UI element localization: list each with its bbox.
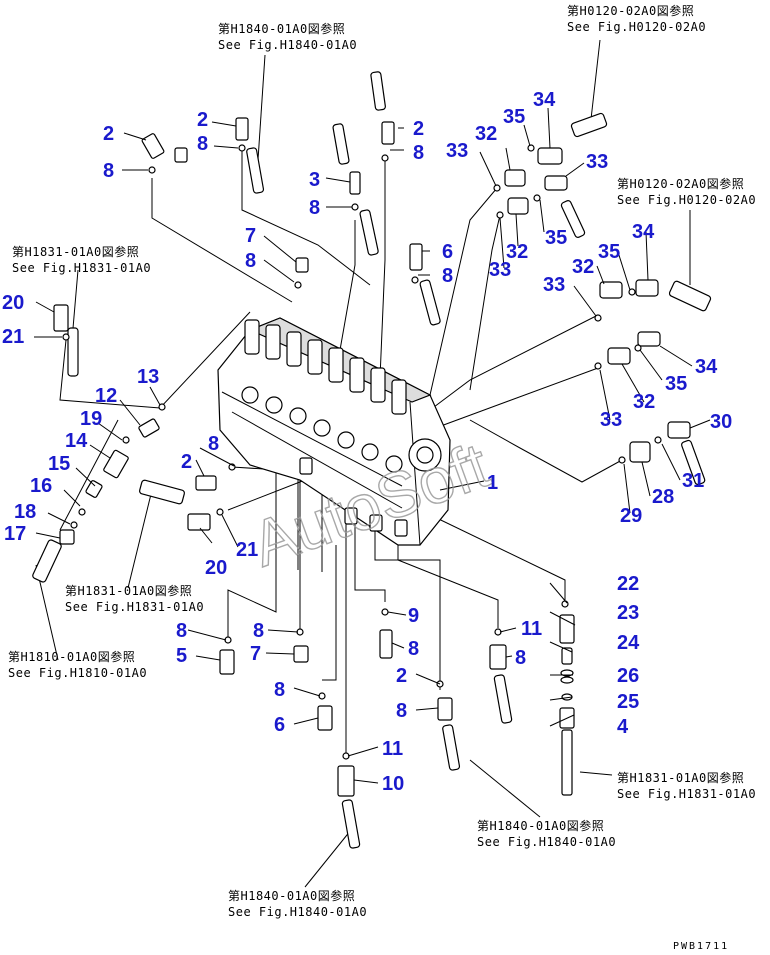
part-number: 21: [2, 326, 24, 348]
part-number: 33: [586, 151, 608, 173]
part-number: 30: [710, 411, 732, 433]
drawing-code: PWB1711: [673, 941, 729, 952]
ref-en: See Fig.H1840-01A0: [477, 835, 616, 849]
part-number: 8: [413, 142, 424, 164]
part-number: 33: [543, 274, 565, 296]
part-number: 9: [408, 605, 419, 627]
ref-jp: 第H1831-01A0図参照: [65, 583, 192, 598]
part-number: 15: [48, 453, 70, 475]
part-number: 17: [4, 523, 26, 545]
ref-jp: 第H1831-01A0図参照: [617, 770, 744, 785]
part-number: 2: [103, 123, 114, 145]
part-number: 31: [682, 470, 704, 492]
part-number: 8: [442, 265, 453, 287]
part-number: 34: [632, 221, 655, 243]
part-number: 18: [14, 501, 36, 523]
part-number: 8: [176, 620, 187, 642]
main-control-valve: [217, 317, 451, 546]
part-number: 2: [197, 109, 208, 131]
part-number: 12: [95, 385, 117, 407]
ref-jp: 第H1840-01A0図参照: [228, 888, 355, 903]
ref-en: See Fig.H1831-01A0: [65, 600, 204, 614]
part-number: 22: [617, 573, 639, 595]
part-number: 35: [598, 241, 620, 263]
part-number: 8: [274, 679, 285, 701]
part-number: 32: [475, 123, 497, 145]
part-number: 8: [197, 133, 208, 155]
part-number: 23: [617, 602, 639, 624]
part-number: 5: [176, 645, 187, 667]
part-number: 35: [665, 373, 687, 395]
part-number: 6: [442, 241, 453, 263]
ref-en: See Fig.H1831-01A0: [12, 261, 151, 275]
ref-jp: 第H0120-02A0図参照: [567, 3, 694, 18]
part-number: 33: [446, 140, 468, 162]
ref-jp: 第H1810-01A0図参照: [8, 649, 135, 664]
ref-en: See Fig.H1810-01A0: [8, 666, 147, 680]
part-number: 21: [236, 539, 258, 561]
part-number: 8: [245, 250, 256, 272]
part-number: 7: [250, 643, 261, 665]
ref-en: See Fig.H1831-01A0: [617, 787, 756, 801]
number-leaders: [34, 107, 711, 784]
part-number: 32: [506, 241, 528, 263]
ref-jp: 第H1831-01A0図参照: [12, 244, 139, 259]
fittings: [32, 71, 712, 849]
part-number: 34: [695, 356, 718, 378]
part-number: 35: [503, 106, 525, 128]
part-number: 19: [80, 408, 102, 430]
ref-en: See Fig.H1840-01A0: [228, 905, 367, 919]
part-number: 7: [245, 225, 256, 247]
part-number: 32: [572, 256, 594, 278]
part-number: 29: [620, 505, 642, 527]
part-number: 20: [205, 557, 227, 579]
part-number: 24: [617, 632, 640, 654]
ref-jp: 第H1840-01A0図参照: [477, 818, 604, 833]
part-number: 8: [253, 620, 264, 642]
part-number: 8: [309, 197, 320, 219]
ref-jp: 第H0120-02A0図参照: [617, 176, 744, 191]
part-number: 2: [181, 451, 192, 473]
o-rings: [62, 144, 662, 760]
part-number: 35: [545, 227, 567, 249]
part-number: 11: [521, 618, 542, 640]
part-number: 8: [208, 433, 219, 455]
part-number: 33: [600, 409, 622, 431]
part-number: 34: [533, 89, 556, 111]
part-number: 2: [396, 665, 407, 687]
part-number: 6: [274, 714, 285, 736]
part-number: 32: [633, 391, 655, 413]
part-number: 1: [487, 472, 498, 494]
part-number: 20: [2, 292, 24, 314]
reference-labels: 第H1840-01A0図参照 See Fig.H1840-01A0 第H0120…: [8, 3, 756, 919]
ref-en: See Fig.H1840-01A0: [218, 38, 357, 52]
part-number: 33: [489, 259, 511, 281]
part-number: 3: [309, 169, 320, 191]
part-number: 13: [137, 366, 159, 388]
part-number: 11: [382, 738, 403, 760]
ref-en: See Fig.H0120-02A0: [567, 20, 706, 34]
part-number: 14: [65, 430, 88, 452]
part-number: 10: [382, 773, 404, 795]
ref-en: See Fig.H0120-02A0: [617, 193, 756, 207]
part-number: 16: [30, 475, 52, 497]
part-number: 28: [652, 486, 674, 508]
part-number: 2: [413, 118, 424, 140]
part-number: 8: [515, 647, 526, 669]
part-number: 8: [103, 160, 114, 182]
ref-jp: 第H1840-01A0図参照: [218, 21, 345, 36]
part-callouts: 2 8 2 8 2 8 3 8 7 8 6 8 20 21 13 12 19 1…: [2, 89, 732, 795]
part-number: 4: [617, 716, 629, 738]
part-number: 8: [396, 700, 407, 722]
part-number: 25: [617, 691, 639, 713]
part-number: 8: [408, 638, 419, 660]
part-number: 26: [617, 665, 639, 687]
